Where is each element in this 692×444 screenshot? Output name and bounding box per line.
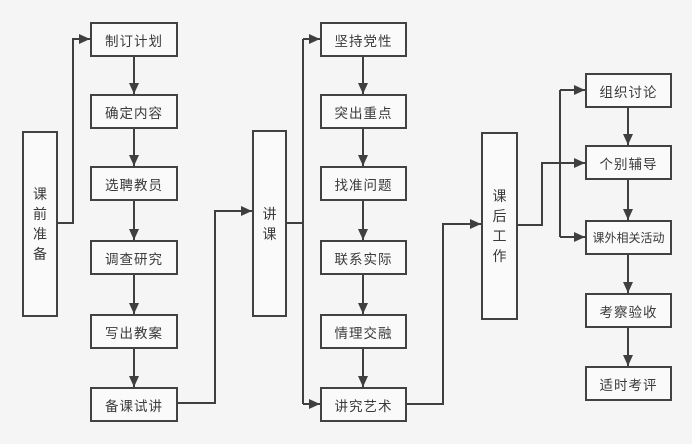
step-connect-reality: 联系实际 — [320, 240, 407, 275]
stage-pre-label: 课前准备 — [33, 186, 47, 262]
step-select-teachers: 选聘教员 — [90, 166, 178, 201]
step-organize-discussion: 组织讨论 — [585, 73, 672, 108]
step-investigate: 调查研究 — [90, 240, 178, 275]
stage-teach-label: 讲课 — [262, 205, 277, 242]
step-extracurricular-activities: 课外相关活动 — [585, 220, 672, 255]
step-highlight-key-points: 突出重点 — [320, 94, 407, 129]
step-write-lesson-plan: 写出教案 — [90, 314, 178, 349]
stage-lecture: 讲课 — [252, 130, 287, 317]
stage-post-label: 课后工作 — [492, 188, 507, 264]
connector-art-to-post — [407, 219, 481, 405]
step-individual-tutoring: 个别辅导 — [585, 145, 672, 180]
step-uphold-party-spirit: 坚持党性 — [320, 22, 407, 57]
step-stress-artistry: 讲究艺术 — [320, 387, 407, 422]
connector-post-to-tutor — [518, 158, 585, 226]
step-make-plan: 制订计划 — [90, 22, 178, 57]
step-blend-emotion-reason: 情理交融 — [320, 314, 407, 349]
step-inspect-acceptance: 考察验收 — [585, 293, 672, 328]
stage-pre-class-preparation: 课前准备 — [22, 131, 58, 317]
step-timely-evaluation: 适时考评 — [585, 366, 672, 401]
step-trial-lecture: 备课试讲 — [90, 387, 178, 422]
connector-pre-to-plan — [58, 34, 90, 224]
step-define-content: 确定内容 — [90, 94, 178, 129]
step-identify-problems: 找准问题 — [320, 166, 407, 201]
connector-rehearse-to-teach — [178, 206, 252, 404]
stage-after-class-work: 课后工作 — [481, 132, 518, 320]
